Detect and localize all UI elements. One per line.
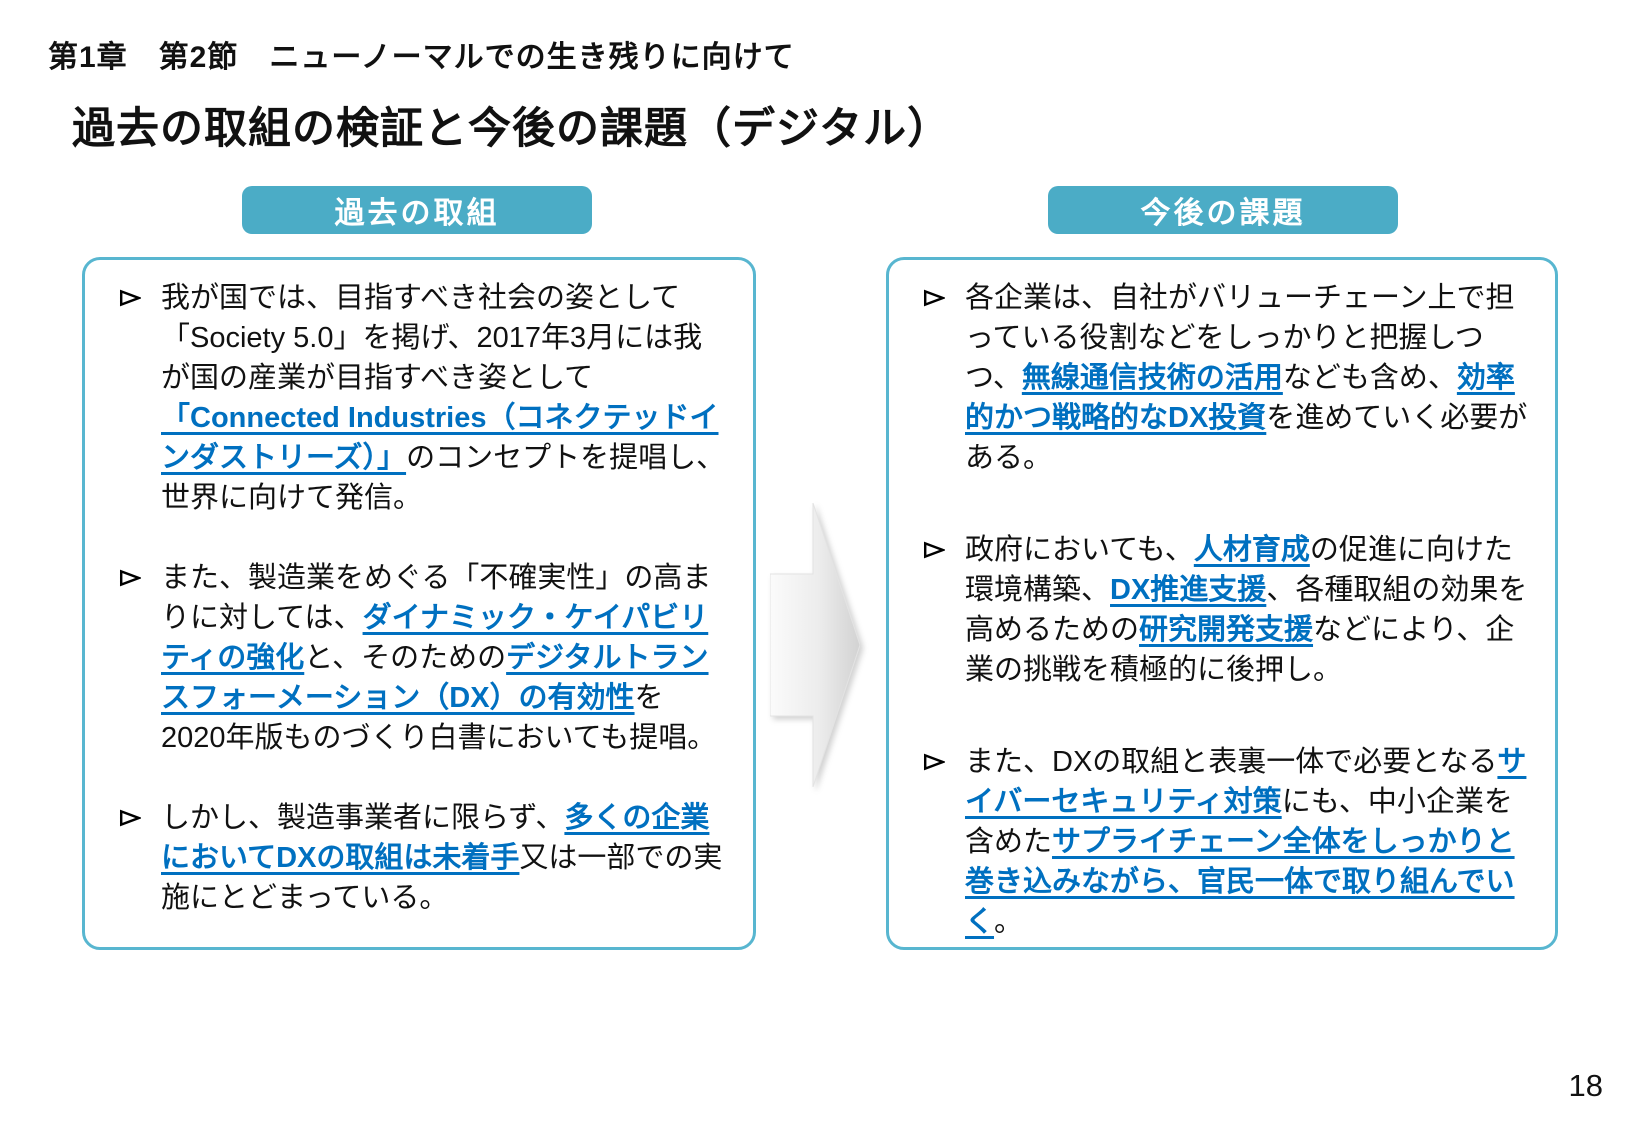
bullet-item: 我が国では、目指すべき社会の姿として「Society 5.0」を掲げ、2017年… xyxy=(119,278,727,518)
bullet-item: また、DXの取組と表裏一体で必要となるサイバーセキュリティ対策にも、中小企業を含… xyxy=(923,742,1529,942)
bullet-text: また、製造業をめぐる「不確実性」の高まりに対しては、ダイナミック・ケイパビリティ… xyxy=(161,562,717,754)
bullet-item: 各企業は、自社がバリューチェーン上で担っている役割などをしっかりと把握しつつ、無… xyxy=(923,278,1529,478)
bullet-text: 我が国では、目指すべき社会の姿として「Society 5.0」を掲げ、2017年… xyxy=(161,282,726,514)
emphasized-text: サプライチェーン全体をしっかりと巻き込みながら、官民一体で取り組んでいく xyxy=(965,826,1515,938)
emphasized-text: ダイナミック・ケイパビリティの強化 xyxy=(161,602,709,674)
arrowhead-bullet-icon xyxy=(923,289,947,307)
emphasized-text: 効率的かつ戦略的なDX投資 xyxy=(965,362,1515,434)
arrowhead-bullet-icon xyxy=(119,569,143,587)
emphasized-text: 人材育成 xyxy=(1193,534,1310,566)
right-arrow-icon xyxy=(769,502,861,788)
arrowhead-bullet-icon xyxy=(923,541,947,559)
page-title: 過去の取組の検証と今後の課題（デジタル） xyxy=(72,105,952,153)
bullet-text: また、DXの取組と表裏一体で必要となるサイバーセキュリティ対策にも、中小企業を含… xyxy=(965,746,1527,938)
arrowhead-bullet-icon xyxy=(119,809,143,827)
arrowhead-bullet-icon xyxy=(923,753,947,771)
page-number: 18 xyxy=(1568,1068,1603,1103)
emphasized-text: デジタルトランスフォーメーション（DX）の有効性 xyxy=(161,642,709,714)
emphasized-text: DX推進支援 xyxy=(1110,574,1267,606)
bullet-text: 政府においても、人材育成の促進に向けた環境構築、DX推進支援、各種取組の効果を高… xyxy=(965,534,1528,686)
bullet-text: しかし、製造事業者に限らず、多くの企業においてDXの取組は未着手又は一部での実施… xyxy=(161,802,723,914)
bullet-item: また、製造業をめぐる「不確実性」の高まりに対しては、ダイナミック・ケイパビリティ… xyxy=(119,558,727,758)
emphasized-text: 研究開発支援 xyxy=(1139,614,1314,646)
emphasized-text: 無線通信技術の活用 xyxy=(1021,362,1283,394)
chapter-supertitle: 第1章 第2節 ニューノーマルでの生き残りに向けて xyxy=(48,41,795,74)
emphasized-text: 多くの企業においてDXの取組は未着手 xyxy=(161,802,710,874)
past-efforts-panel: 我が国では、目指すべき社会の姿として「Society 5.0」を掲げ、2017年… xyxy=(82,257,756,950)
bullet-text: 各企業は、自社がバリューチェーン上で担っている役割などをしっかりと把握しつつ、無… xyxy=(965,282,1528,474)
emphasized-text: 「Connected Industries（コネクテッドインダストリーズ）」 xyxy=(161,402,719,474)
arrowhead-bullet-icon xyxy=(119,289,143,307)
future-issues-panel: 各企業は、自社がバリューチェーン上で担っている役割などをしっかりと把握しつつ、無… xyxy=(886,257,1558,950)
bullet-item: しかし、製造事業者に限らず、多くの企業においてDXの取組は未着手又は一部での実施… xyxy=(119,798,727,918)
bullet-item: 政府においても、人材育成の促進に向けた環境構築、DX推進支援、各種取組の効果を高… xyxy=(923,530,1529,690)
emphasized-text: サイバーセキュリティ対策 xyxy=(965,746,1527,818)
future-issues-badge: 今後の課題 xyxy=(1048,186,1398,234)
past-efforts-badge: 過去の取組 xyxy=(242,186,592,234)
